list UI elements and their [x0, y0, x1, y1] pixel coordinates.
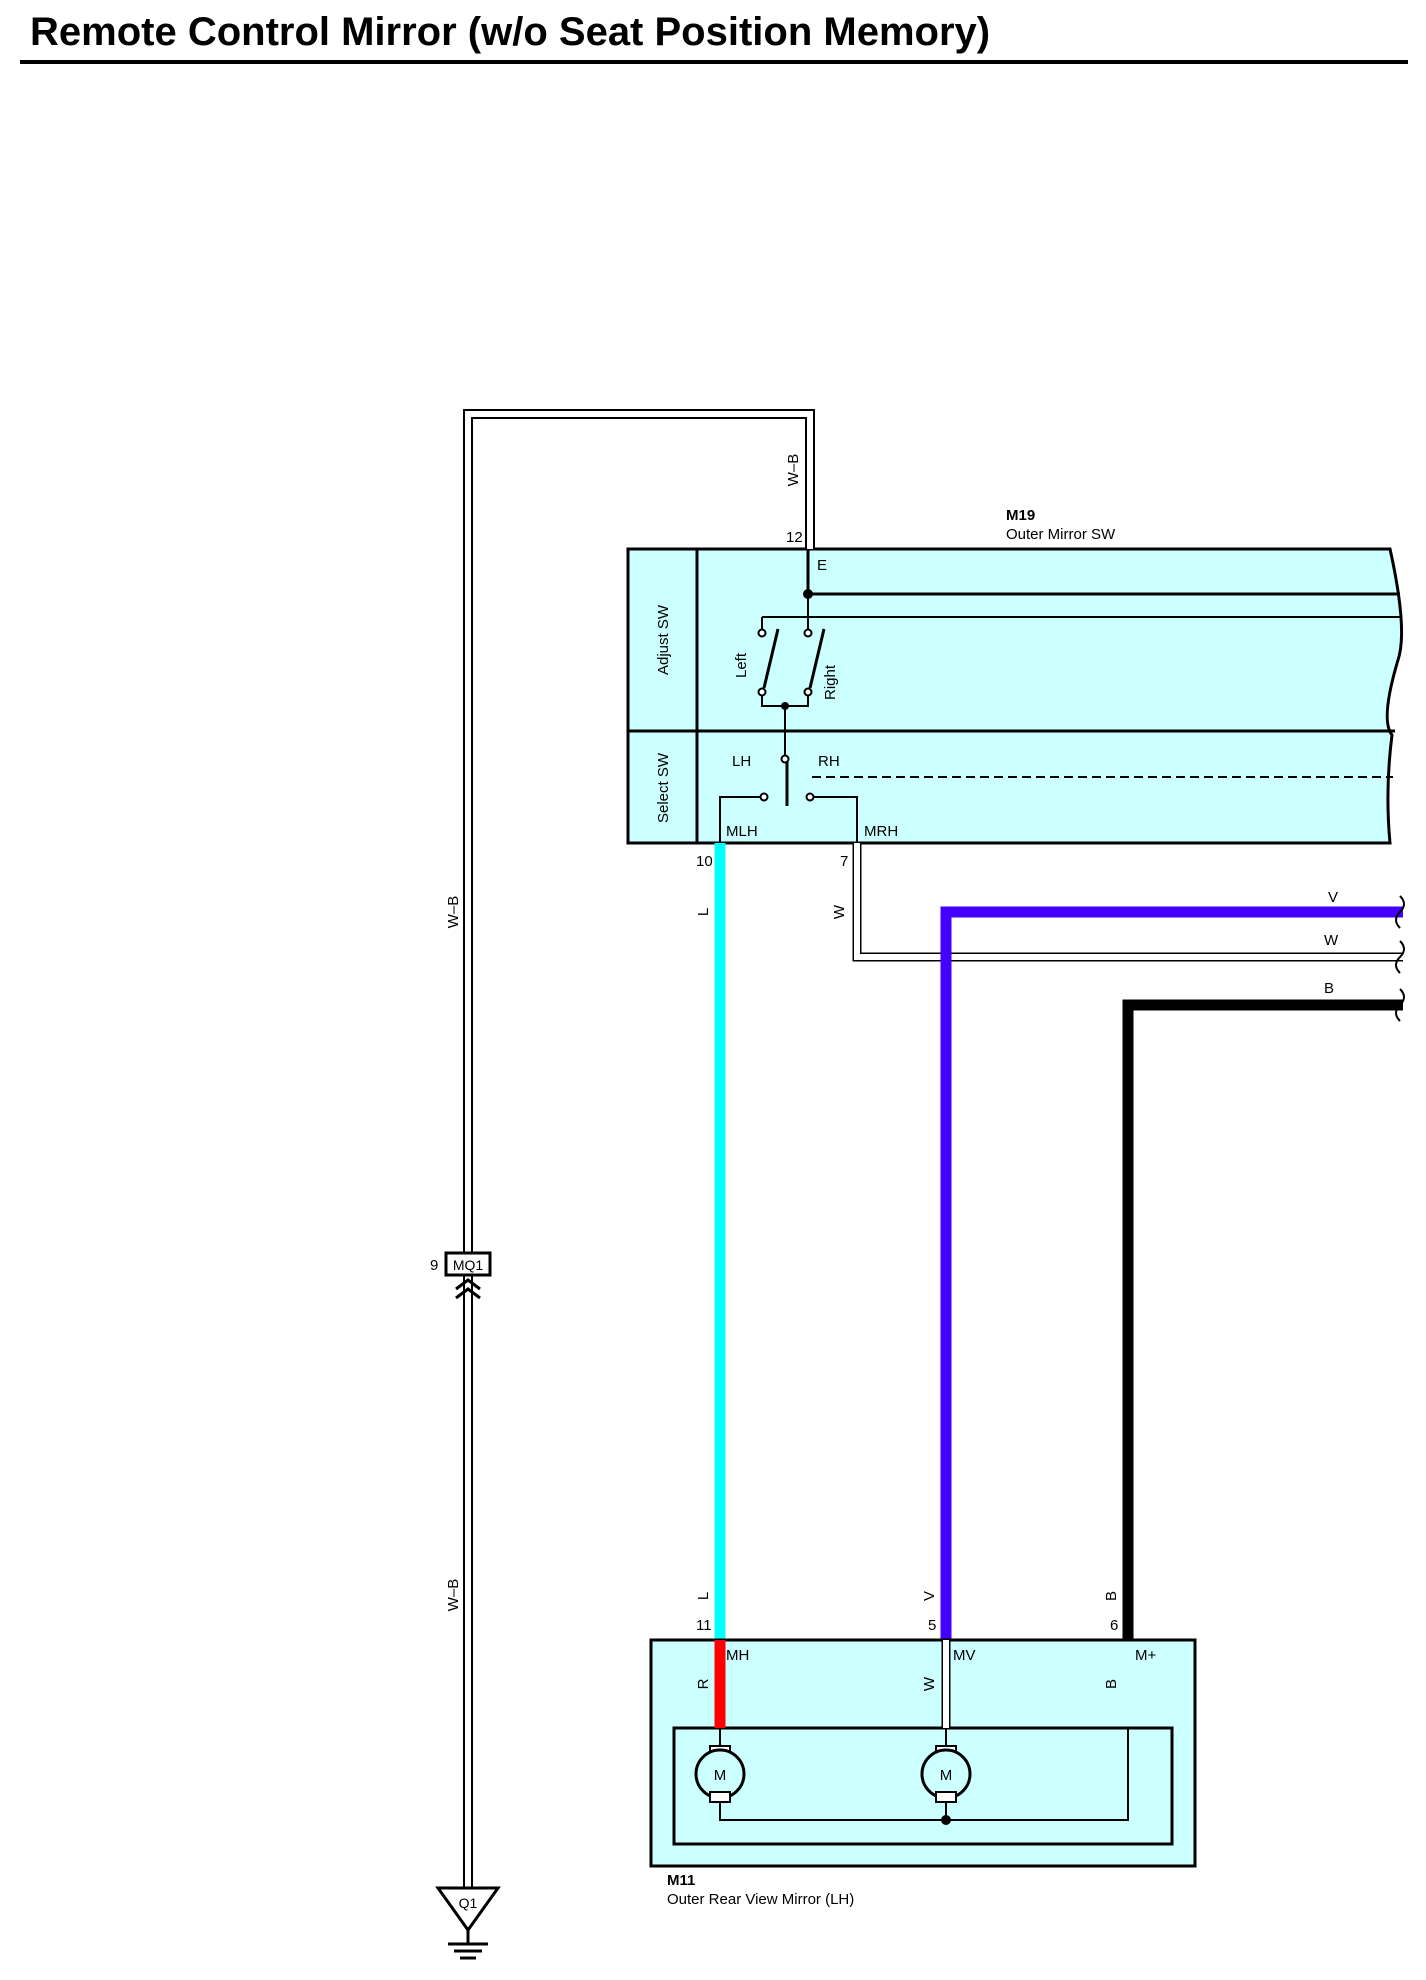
m11-pin-6: 6: [1110, 1617, 1118, 1634]
select-pivot-contact: [780, 754, 790, 764]
v-label-bottom: V: [921, 1591, 938, 1601]
w-label-internal: W: [921, 1676, 938, 1691]
m19-pin-10: 10: [696, 853, 713, 870]
l-label-top: L: [695, 908, 712, 916]
w-label-right: W: [1324, 932, 1339, 949]
v-label-right: V: [1328, 889, 1338, 906]
m19-name: Outer Mirror SW: [1006, 526, 1116, 543]
w-break-mark: [1395, 940, 1405, 974]
left-switch-top-contact: [757, 628, 767, 638]
motor-common-dot: [941, 1815, 951, 1825]
terminal-mrh: MRH: [864, 823, 898, 840]
w-label-top: W: [831, 904, 848, 919]
terminal-mlh: MLH: [726, 823, 758, 840]
m11-code: M11: [667, 1872, 695, 1889]
mq1-chevron-2: [455, 1287, 481, 1300]
mq1-pin: 9: [430, 1257, 438, 1274]
wire-v: [940, 906, 1403, 1640]
m19-box: [626, 547, 1404, 845]
page-title: Remote Control Mirror (w/o Seat Position…: [30, 10, 991, 54]
wb-label-low: W–B: [445, 1579, 462, 1612]
terminal-mh: MH: [726, 1647, 749, 1664]
left-label: Left: [733, 652, 750, 678]
b-label-right: B: [1324, 980, 1334, 997]
wire-b: [1122, 999, 1403, 1728]
terminal-mplus: M+: [1135, 1647, 1156, 1664]
v-break-mark: [1395, 895, 1405, 929]
m19-pin-7: 7: [840, 853, 848, 870]
wire-w: [852, 843, 1403, 962]
m11-pin-5: 5: [928, 1617, 936, 1634]
select-lh-contact: [759, 792, 769, 802]
mq1-chevron-1: [455, 1278, 481, 1291]
select-sw-label: Select SW: [655, 752, 672, 823]
mq1-code: MQ1: [453, 1257, 484, 1273]
select-rh-contact: [805, 792, 815, 802]
right-switch-blade: [808, 628, 826, 689]
m11-motor-frame: [672, 1726, 1174, 1846]
right-label: Right: [822, 664, 839, 700]
terminal-mv: MV: [953, 1647, 976, 1664]
m19-pin-12: 12: [786, 529, 803, 546]
left-switch-blade: [762, 628, 780, 689]
motor-mv-label: M: [940, 1767, 953, 1784]
connector-mq1: [444, 1251, 492, 1277]
right-switch-top-contact: [803, 628, 813, 638]
rh-label: RH: [818, 753, 840, 770]
mrh-internal-wire: [813, 796, 858, 843]
m11-pin-11: 11: [696, 1617, 712, 1634]
motor1-bottom-brush: [709, 1791, 731, 1803]
r-label: R: [695, 1678, 712, 1689]
wb-label-mid: W–B: [445, 896, 462, 929]
b-label-bottom: B: [1103, 1591, 1120, 1601]
b-label-internal: B: [1103, 1679, 1120, 1689]
b-break-mark: [1395, 988, 1405, 1022]
left-switch-bottom-contact: [757, 687, 767, 697]
right-switch-bottom-contact: [803, 687, 813, 697]
title-underline: [20, 60, 1408, 64]
motor-common-return: [719, 1728, 1129, 1821]
terminal-e: E: [817, 557, 827, 574]
m19-code: M19: [1006, 507, 1035, 524]
adjust-sw-label: Adjust SW: [655, 604, 672, 675]
motor-mh-label: M: [714, 1767, 727, 1784]
m11-name: Outer Rear View Mirror (LH): [667, 1891, 854, 1908]
l-label-bottom: L: [695, 1592, 712, 1600]
lh-label: LH: [732, 753, 751, 770]
ground-q1-triangle: [435, 1886, 501, 1933]
wb-label-top: W–B: [785, 454, 802, 487]
mlh-internal-wire: [719, 796, 761, 843]
ground-q1-code: Q1: [459, 1895, 478, 1911]
motor2-bottom-brush: [935, 1791, 957, 1803]
